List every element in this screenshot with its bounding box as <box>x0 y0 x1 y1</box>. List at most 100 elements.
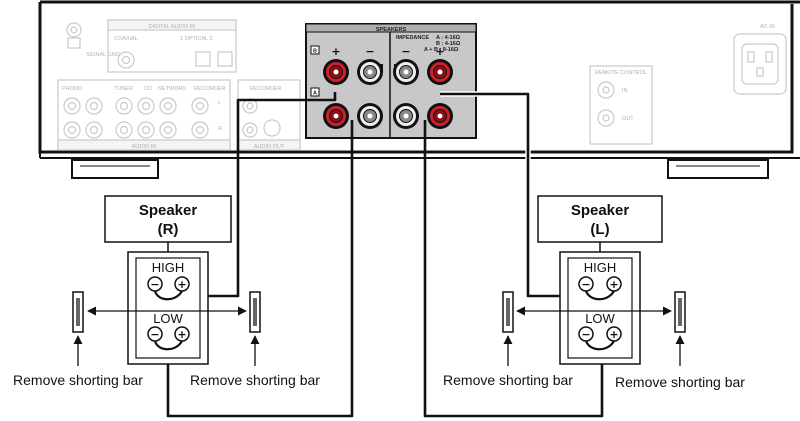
audio-in-label: AUDIO IN <box>132 144 156 150</box>
impedance-ab: A + B : 8-16Ω <box>424 47 459 53</box>
svg-text:−: − <box>150 328 159 341</box>
speaker-left-jumper-low <box>584 340 615 351</box>
impedance-b: B : 4-16Ω <box>436 41 461 47</box>
coaxial-label: COAXIAL <box>114 36 138 42</box>
recorder-out-label: RECORDER <box>250 86 282 92</box>
speaker-system-a-label: A <box>313 91 317 97</box>
rca-input-jack[interactable] <box>191 121 209 139</box>
speaker-left-high-minus-terminal[interactable]: − <box>578 276 594 292</box>
shorting-bars <box>72 291 686 366</box>
speaker-right-title: Speaker <box>139 202 198 219</box>
svg-text:+: + <box>609 328 618 341</box>
speaker-right-high-label: HIGH <box>152 260 185 275</box>
tuner-label: TUNER <box>114 86 133 92</box>
l-plus-sign: + <box>435 45 444 58</box>
speaker-right: Speaker (R) HIGH LOW − + − + <box>104 195 232 365</box>
rca-input-jack[interactable] <box>85 121 103 139</box>
shorting-bar-4[interactable] <box>674 291 686 333</box>
svg-text:−: − <box>150 278 159 291</box>
rca-input-jack[interactable] <box>137 97 155 115</box>
svg-text:+: + <box>177 328 186 341</box>
rca-input-jack[interactable] <box>63 97 81 115</box>
receiver-rear-panel: SIGNAL GND DIGITAL AUDIO IN COAXIAL 1 OP… <box>38 0 800 179</box>
speaker-right-label-box <box>104 195 232 243</box>
optical-1-jack[interactable] <box>195 51 211 67</box>
remote-control-section: REMOTE CONTROL IN OUT <box>589 65 653 145</box>
audio-out-label: AUDIO OUT <box>254 144 285 150</box>
speaker-binding-post[interactable] <box>323 103 349 129</box>
remote-control-label: REMOTE CONTROL <box>595 70 647 76</box>
remote-out-label: OUT <box>622 116 634 122</box>
speaker-right-jumper-high <box>153 290 183 301</box>
r-minus-sign: − <box>365 45 374 58</box>
recorder-out-jack-r[interactable] <box>242 122 258 138</box>
signal-gnd-label: SIGNAL GND <box>86 52 120 58</box>
rca-input-jack[interactable] <box>115 97 133 115</box>
speaker-system-b-label: B <box>313 49 317 55</box>
speaker-wires <box>166 91 604 418</box>
remove-shorting-bar-caption-1: Remove shorting bar <box>13 372 143 388</box>
speaker-left-high-label: HIGH <box>584 260 617 275</box>
rca-input-jack[interactable] <box>85 97 103 115</box>
signal-gnd-terminal: SIGNAL GND <box>66 22 120 58</box>
r-plus-sign: + <box>331 45 340 58</box>
svg-text:+: + <box>609 278 618 291</box>
speaker-left-low-label: LOW <box>585 311 615 326</box>
remove-shorting-bar-caption-3: Remove shorting bar <box>443 372 573 388</box>
speaker-left-channel: (L) <box>590 221 609 238</box>
optical-2-jack[interactable] <box>217 51 233 67</box>
speaker-binding-post[interactable] <box>357 103 383 129</box>
speaker-binding-post[interactable] <box>357 59 383 85</box>
speaker-binding-post[interactable] <box>393 103 419 129</box>
digital-audio-in-section: DIGITAL AUDIO IN COAXIAL 1 OPTICAL 2 <box>107 19 237 73</box>
speaker-right-jumper-low <box>153 340 183 351</box>
speaker-left-low-minus-terminal[interactable]: − <box>578 326 594 342</box>
speaker-left-jumper-high <box>584 290 615 301</box>
speaker-right-high-plus-terminal[interactable]: + <box>174 276 190 292</box>
recorder-in-label: RECORDER <box>194 86 226 92</box>
optical-label: 1 OPTICAL 2 <box>180 36 213 42</box>
rca-input-jack[interactable] <box>137 121 155 139</box>
speaker-right-low-plus-terminal[interactable]: + <box>174 326 190 342</box>
speakers-title: SPEAKERS <box>376 27 407 33</box>
rca-input-jack[interactable] <box>191 97 209 115</box>
speaker-terminal-panel: SPEAKERS IMPEDANCE A : 4-16Ω B : 4-16Ω A… <box>305 23 477 139</box>
ac-in-label: AC IN <box>760 24 775 30</box>
receiver-foot-right <box>667 159 769 179</box>
svg-text:−: − <box>581 278 590 291</box>
rca-input-jack[interactable] <box>159 121 177 139</box>
shorting-bar-1[interactable] <box>72 291 84 333</box>
speaker-right-high-minus-terminal[interactable]: − <box>147 276 163 292</box>
speaker-binding-post[interactable] <box>427 103 453 129</box>
receiver-chassis-outline <box>38 0 800 154</box>
speaker-left-high-plus-terminal[interactable]: + <box>606 276 622 292</box>
remote-out-jack[interactable] <box>597 109 615 127</box>
phono-label: PHONO <box>62 86 83 92</box>
coaxial-jack[interactable] <box>117 51 135 69</box>
speaker-binding-post[interactable] <box>393 59 419 85</box>
audio-in-r-label: R <box>218 126 222 132</box>
remove-shorting-bar-caption-4: Remove shorting bar <box>615 374 745 390</box>
speaker-right-low-minus-terminal[interactable]: − <box>147 326 163 342</box>
speaker-binding-post[interactable] <box>323 59 349 85</box>
shorting-bar-2[interactable] <box>249 291 261 333</box>
speaker-left-low-plus-terminal[interactable]: + <box>606 326 622 342</box>
speaker-right-low-label: LOW <box>153 311 183 326</box>
digital-audio-in-label: DIGITAL AUDIO IN <box>149 24 195 30</box>
speaker-left: Speaker (L) HIGH LOW − + − + <box>537 195 663 365</box>
impedance-label: IMPEDANCE <box>396 35 429 41</box>
shorting-bar-3[interactable] <box>502 291 514 333</box>
rca-input-jack[interactable] <box>115 121 133 139</box>
ac-inlet[interactable]: AC IN <box>733 24 787 95</box>
network-label: NETWORK <box>158 86 186 92</box>
svg-text:−: − <box>581 328 590 341</box>
rca-input-jack[interactable] <box>159 97 177 115</box>
speaker-binding-post[interactable] <box>427 59 453 85</box>
remove-shorting-bar-caption-2: Remove shorting bar <box>190 372 320 388</box>
rca-input-jack[interactable] <box>63 121 81 139</box>
l-minus-sign: − <box>401 45 410 58</box>
wire-l-low-minus <box>423 120 604 418</box>
cd-label: CD <box>144 86 152 92</box>
remote-in-jack[interactable] <box>597 81 615 99</box>
